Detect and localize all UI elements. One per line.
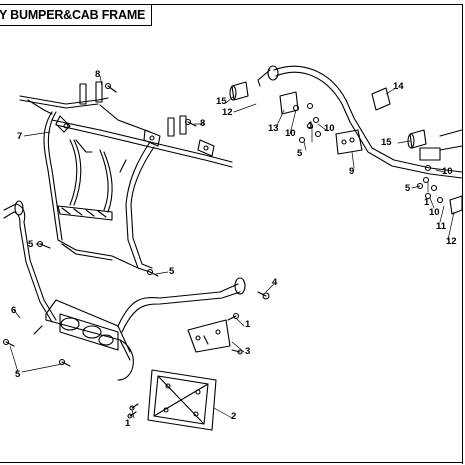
callout-5: 5 <box>28 239 34 250</box>
side-rail <box>3 200 57 323</box>
cab-frame <box>19 81 233 273</box>
callout-12: 12 <box>446 236 457 247</box>
diagram-title: Y BUMPER&CAB FRAME <box>0 8 146 22</box>
callout-4: 4 <box>272 277 278 288</box>
callout-5: 5 <box>405 183 411 194</box>
rear-frame-bar <box>229 65 463 215</box>
callout-15: 15 <box>381 137 392 148</box>
callout-7: 7 <box>17 131 23 142</box>
callout-14: 14 <box>393 81 404 92</box>
callout-10: 10 <box>324 123 335 134</box>
frame-border-top <box>150 4 463 5</box>
license-bracket <box>147 319 231 431</box>
callout-10: 10 <box>429 207 440 218</box>
callout-2: 2 <box>231 411 237 422</box>
callout-8: 8 <box>200 118 206 129</box>
callout-1: 1 <box>424 197 430 208</box>
callout-6: 6 <box>11 305 17 316</box>
callout-9: 9 <box>349 166 355 177</box>
leader-lines <box>9 75 455 419</box>
diagram-title-box: Y BUMPER&CAB FRAME <box>0 4 152 26</box>
bolts <box>2 82 444 419</box>
callout-8: 8 <box>95 69 101 80</box>
callout-11: 11 <box>436 221 447 232</box>
callout-5: 5 <box>15 369 21 380</box>
callout-1: 1 <box>308 120 314 131</box>
callout-12: 12 <box>222 107 233 118</box>
frame-border-right <box>462 4 463 464</box>
callout-13: 13 <box>268 123 279 134</box>
callout-5: 5 <box>169 266 175 277</box>
callout-15: 15 <box>216 96 227 107</box>
callout-1: 1 <box>245 319 251 330</box>
callout-10: 10 <box>442 166 453 177</box>
callout-10: 10 <box>285 128 296 139</box>
callout-1: 1 <box>125 418 131 429</box>
callout-3: 3 <box>245 346 251 357</box>
front-bumper <box>33 277 246 381</box>
frame-border-bottom <box>0 462 463 463</box>
callout-5: 5 <box>297 148 303 159</box>
